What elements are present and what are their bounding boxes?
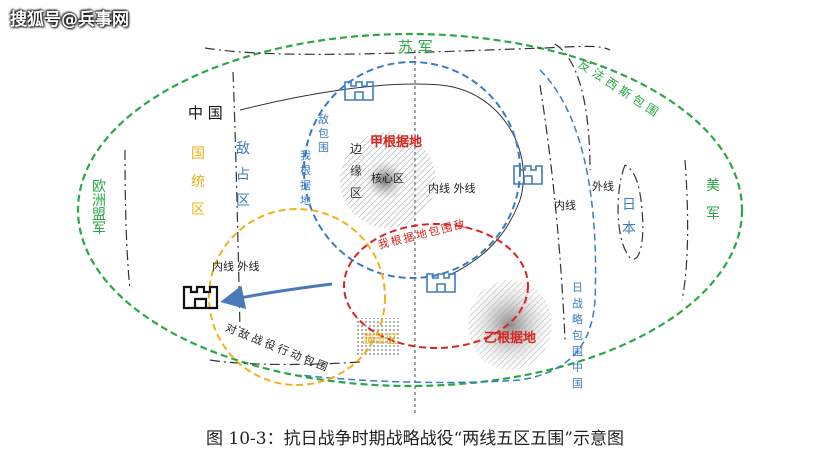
- front-line: [239, 83, 524, 276]
- figure-caption: 图 10-3：抗日战争时期战略战役“两线五区五围”示意图: [206, 429, 624, 449]
- our-base-label-1: 我根据地: [300, 148, 313, 208]
- guerrilla-zone-label: 游击区: [362, 332, 399, 346]
- kmt-area-label: 国统区: [191, 140, 206, 224]
- usa-army-text: 美军: [706, 178, 720, 222]
- base-b-hatch: [468, 280, 552, 370]
- border-area-text: 边缘区: [350, 142, 363, 200]
- europe-allied-text: 欧洲盟军: [92, 179, 106, 237]
- japan-text: 日本: [622, 197, 636, 237]
- china-label: 中 国: [188, 104, 223, 122]
- japan-label: 日本: [622, 193, 637, 241]
- our-encirclement-ellipse: [343, 223, 529, 349]
- anti-fascist-encirclement: [76, 32, 744, 388]
- inner-line-label-2: 内线: [554, 199, 576, 212]
- japan-strategic-label: 日战略包围中国: [572, 280, 585, 392]
- japan-strategic-text: 日战略包围中国: [572, 281, 583, 390]
- border-area-label: 边缘区: [350, 138, 364, 204]
- usa-army-label: 美军: [706, 172, 721, 228]
- inner-outer-label-3: 内线 外线: [212, 260, 260, 273]
- watermark: 搜狐号@兵事网: [10, 10, 129, 30]
- fortress-icon-bottom: [426, 273, 456, 293]
- europe-allied-label: 欧洲盟军: [92, 180, 107, 236]
- core-area-label: 核心区: [371, 172, 404, 185]
- outer-line-label-2: 外线: [592, 180, 614, 193]
- enemy-encircle-label: 敌包围: [318, 113, 331, 155]
- fortress-icon-top: [344, 81, 374, 101]
- inner-outer-label-1: 内线 外线: [428, 182, 476, 195]
- base-b-label: 乙根据地: [484, 331, 537, 346]
- fortress-icon-left: [182, 285, 219, 310]
- attack-arrow: [220, 282, 333, 310]
- enemy-encircle-text: 敌包围: [318, 113, 329, 154]
- enemy-occupied-text: 敌占区: [236, 141, 250, 209]
- campaign-encirclement-circle: [208, 208, 386, 386]
- our-base-text-1: 我根据地: [300, 149, 311, 207]
- enemy-occupied-label: 敌占区: [236, 136, 251, 214]
- japan-strategic-encirclement: [299, 69, 597, 384]
- kmt-area-text: 国统区: [191, 146, 205, 218]
- core-area-center: [365, 160, 405, 200]
- fortress-icon-right: [513, 165, 543, 185]
- soviet-army-label: 苏 军: [398, 38, 433, 56]
- base-a-label: 甲根据地: [370, 135, 423, 150]
